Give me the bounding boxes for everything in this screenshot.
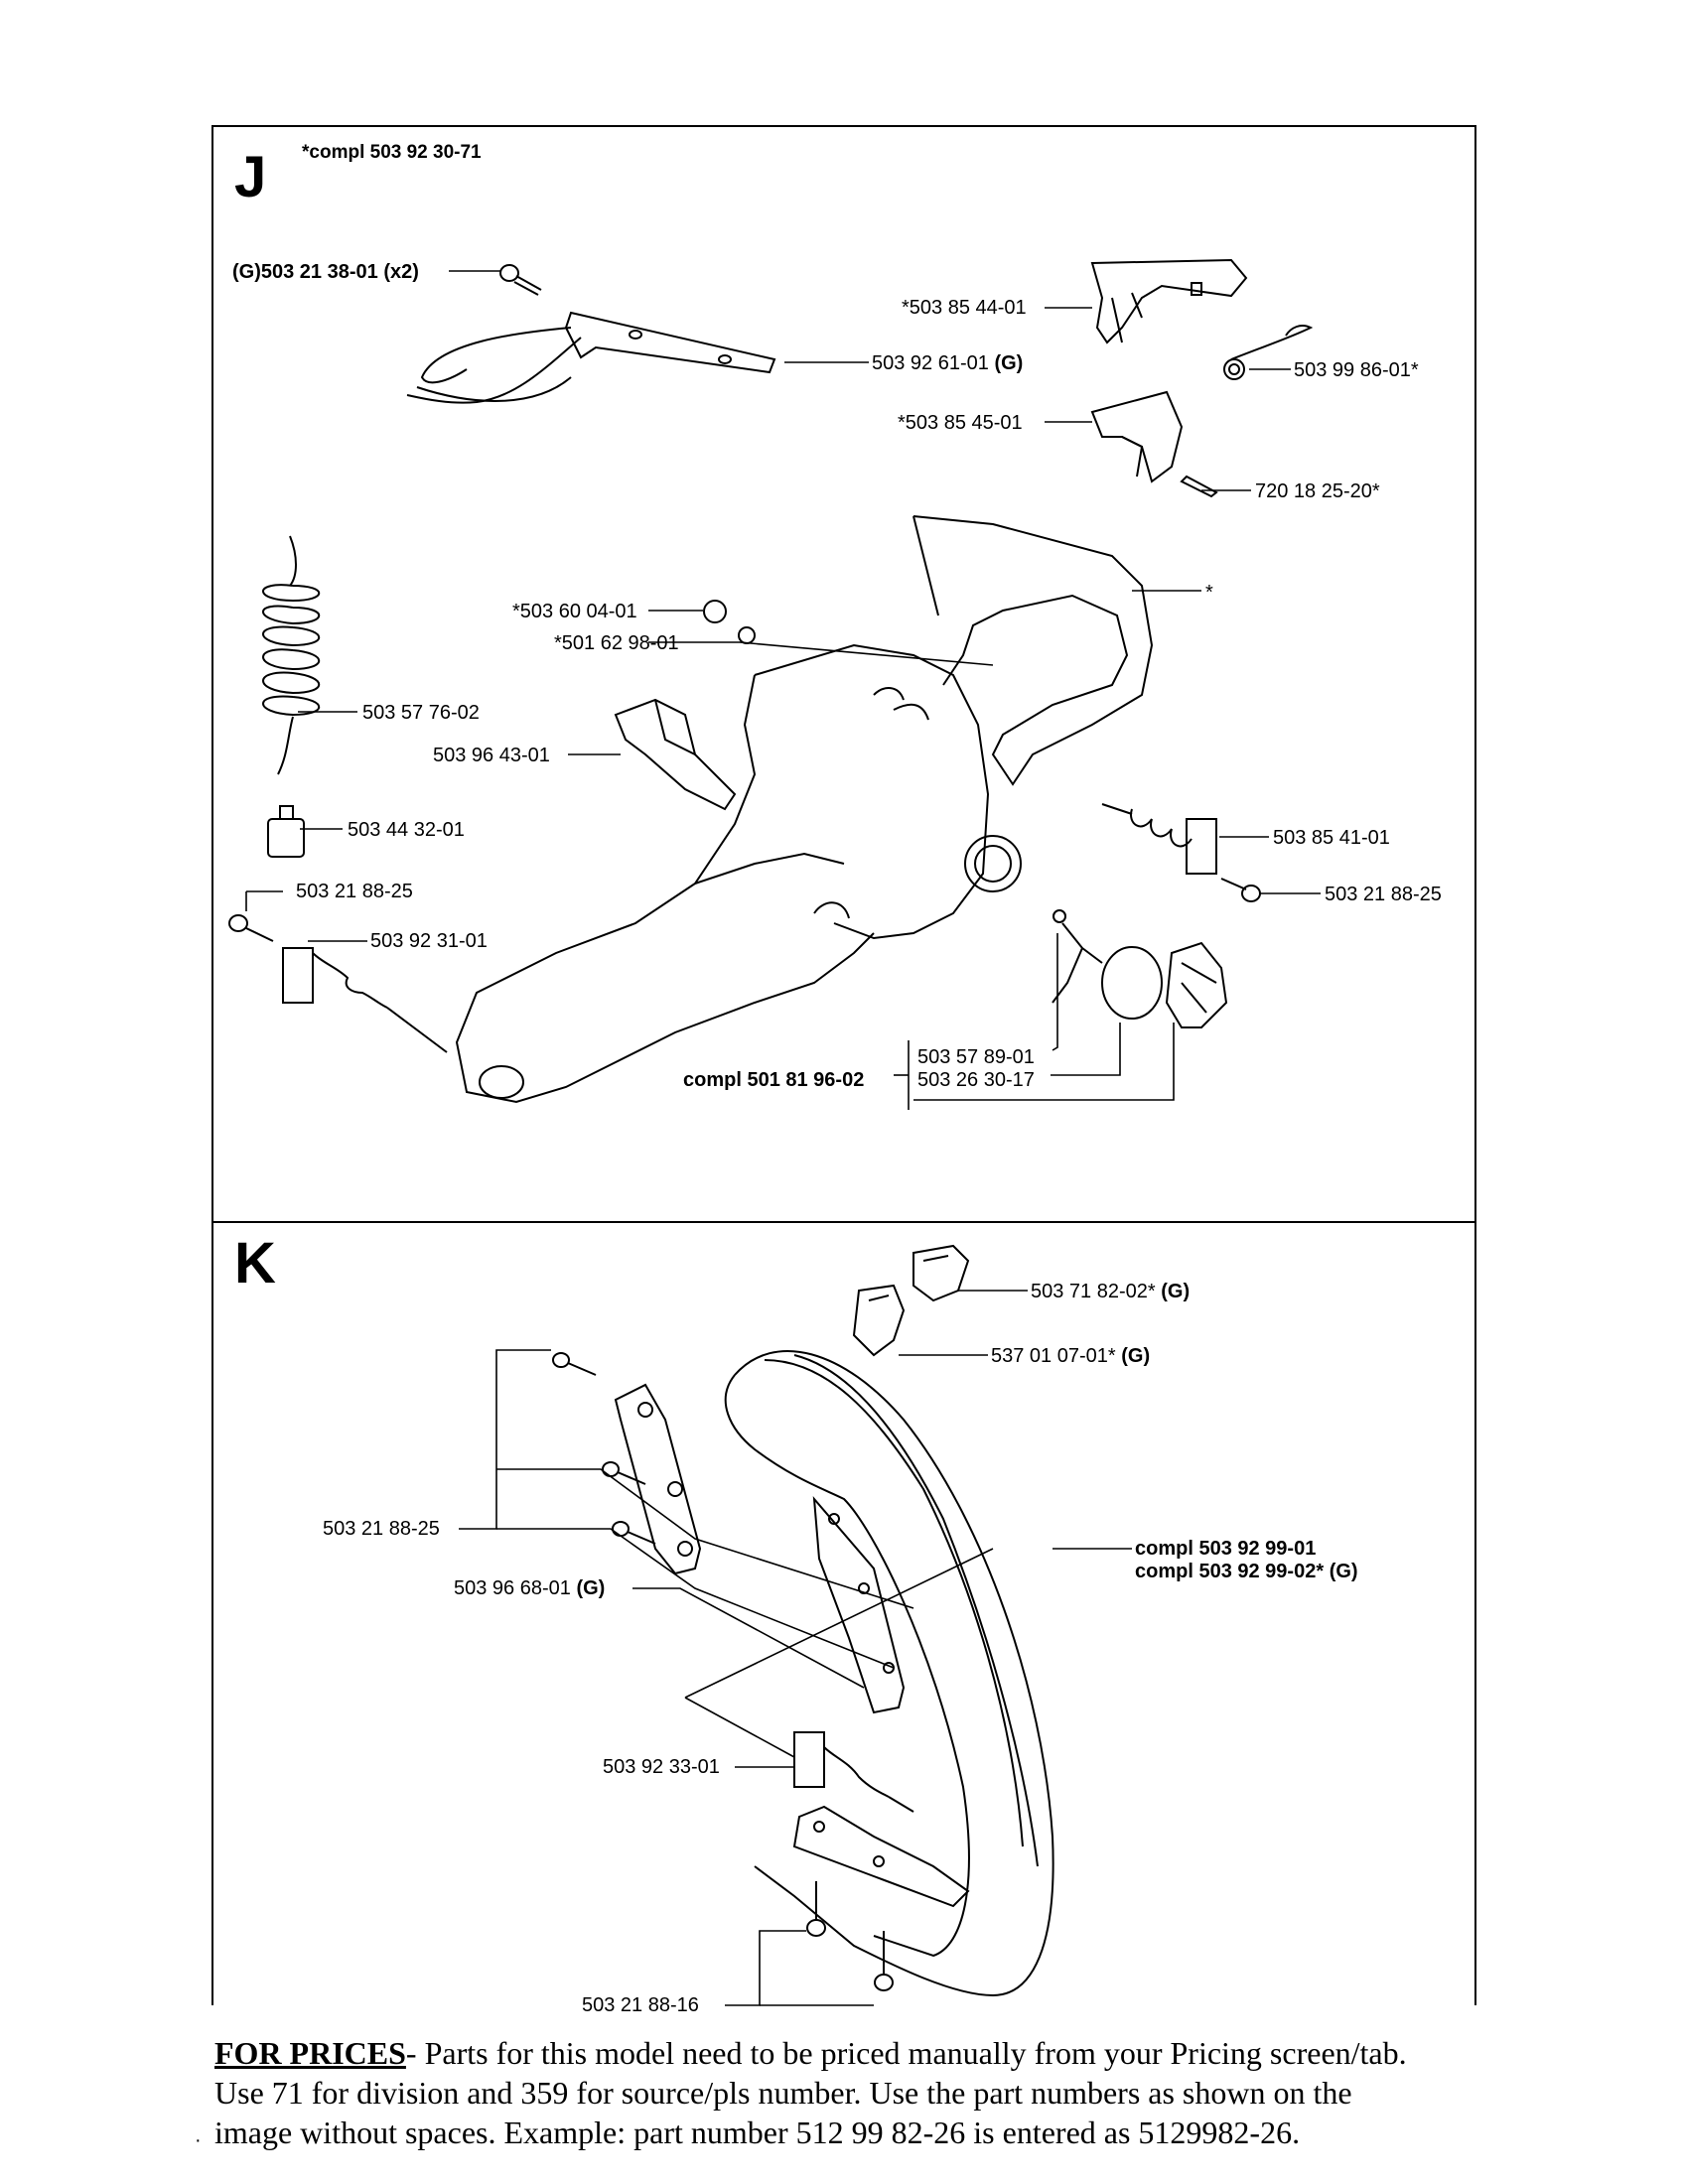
- label-filter: 503 44 32-01: [348, 819, 465, 841]
- small-spring-drawing: [1223, 325, 1314, 380]
- leader-lines-k: [459, 1290, 1132, 2006]
- leader-lines-j: [245, 270, 1321, 1110]
- label-throttle-bolt-number: (G)503 21 38-01: [232, 261, 384, 283]
- pricing-note-line3: image without spaces. Example: part numb…: [214, 2115, 1301, 2150]
- label-handle-star: *: [1205, 582, 1213, 604]
- pricing-note-heading: FOR PRICES: [214, 2035, 406, 2071]
- label-cap-part2: 503 26 30-17: [917, 1069, 1035, 1091]
- fuel-hose-coil-drawing: [262, 535, 321, 775]
- switch-lower-drawing: [852, 1284, 906, 1357]
- label-throttle-bolt: (G)503 21 38-01 (x2): [232, 260, 419, 284]
- label-screw-right: 503 21 88-25: [1325, 884, 1442, 905]
- pin-drawing: [1180, 475, 1218, 498]
- label-av-right: 503 85 41-01: [1273, 827, 1390, 849]
- knob-drawing: [703, 600, 727, 623]
- label-handle-compl-2-number: compl 503 92 99-02*: [1135, 1561, 1330, 1582]
- label-cap-compl: compl 501 81 96-02: [683, 1069, 865, 1091]
- fuel-cap-group-drawing: [1052, 909, 1228, 1028]
- fuel-filter-drawing: [267, 805, 305, 858]
- label-spring-small: 503 99 86-01*: [1294, 359, 1419, 381]
- rear-handle-tank-drawing: [455, 515, 1154, 1104]
- label-nut: *501 62 98-01: [554, 632, 679, 654]
- label-plate-k-suffix: (G): [576, 1577, 606, 1599]
- label-plate-j-suffix: (G): [994, 352, 1024, 374]
- bottom-screws-drawing: [806, 1881, 894, 1991]
- label-plate-j-number: 503 92 61-01: [872, 352, 995, 374]
- label-switch-lower-number: 537 01 07-01*: [991, 1345, 1122, 1367]
- trigger-lower-drawing: [1090, 390, 1184, 483]
- switch-upper-drawing: [912, 1244, 970, 1302]
- bullet-dot: ·: [195, 2129, 202, 2151]
- label-screws-k: 503 21 88-25: [323, 1518, 440, 1540]
- section-j-compl-note: *compl 503 92 30-71: [302, 142, 482, 163]
- av-spring-left-drawing: [228, 914, 448, 1053]
- pricing-note-line1-text: - Parts for this model need to be priced…: [405, 2035, 1407, 2071]
- label-throttle-bolt-qty: (x2): [383, 261, 419, 283]
- pricing-note-line1: FOR PRICES- Parts for this model need to…: [214, 2033, 1466, 2073]
- label-cap-part1: 503 57 89-01: [917, 1046, 1035, 1068]
- av-spring-right-drawing: [1101, 803, 1261, 902]
- label-switch-upper: 503 71 82-02* (G): [1031, 1280, 1190, 1303]
- label-switch-lower: 537 01 07-01* (G): [991, 1344, 1150, 1368]
- label-switch-upper-suffix: (G): [1161, 1281, 1191, 1302]
- section-k-letter: K: [234, 1231, 276, 1296]
- section-j-letter: J: [234, 145, 267, 209]
- throttle-plate-drawing: [406, 311, 776, 404]
- label-switch-lower-suffix: (G): [1121, 1345, 1151, 1367]
- label-handle-compl-1: compl 503 92 99-01: [1135, 1538, 1317, 1560]
- label-handle-compl-2: compl 503 92 99-02* (G): [1135, 1560, 1358, 1583]
- label-av-element-k: 503 92 33-01: [603, 1756, 720, 1778]
- pricing-note: FOR PRICES- Parts for this model need to…: [214, 2033, 1466, 2152]
- label-switch-upper-number: 503 71 82-02*: [1031, 1281, 1162, 1302]
- label-av-left: 503 92 31-01: [370, 930, 488, 952]
- bracket-drawing: [614, 698, 737, 811]
- label-plate-k: 503 96 68-01 (G): [454, 1576, 605, 1600]
- front-handle-drawing: [724, 1350, 1054, 1997]
- label-pin: 720 18 25-20*: [1255, 480, 1380, 502]
- label-trigger-lower: *503 85 45-01: [898, 412, 1023, 434]
- label-bottom-screws: 503 21 88-16: [582, 1994, 699, 2016]
- trigger-upper-drawing: [1090, 258, 1248, 344]
- handle-plate-drawing: [614, 1383, 702, 1575]
- label-trigger-upper: *503 85 44-01: [902, 297, 1027, 319]
- nut-drawing: [738, 626, 756, 644]
- label-screw-left: 503 21 88-25: [296, 881, 413, 902]
- screws-k-drawing: [552, 1352, 656, 1545]
- pricing-note-line2: Use 71 for division and 359 for source/p…: [214, 2075, 1352, 2111]
- label-plate-j: 503 92 61-01 (G): [872, 351, 1023, 375]
- label-knob: *503 60 04-01: [512, 601, 637, 622]
- label-handle-compl-2-suffix: (G): [1329, 1561, 1358, 1582]
- av-element-k-drawing: [793, 1731, 914, 1813]
- label-plate-k-number: 503 96 68-01: [454, 1577, 577, 1599]
- label-hose: 503 57 76-02: [362, 702, 480, 724]
- bolt-icon: [499, 264, 542, 296]
- section-k-frame: [211, 1221, 1476, 2005]
- label-bracket: 503 96 43-01: [433, 745, 550, 766]
